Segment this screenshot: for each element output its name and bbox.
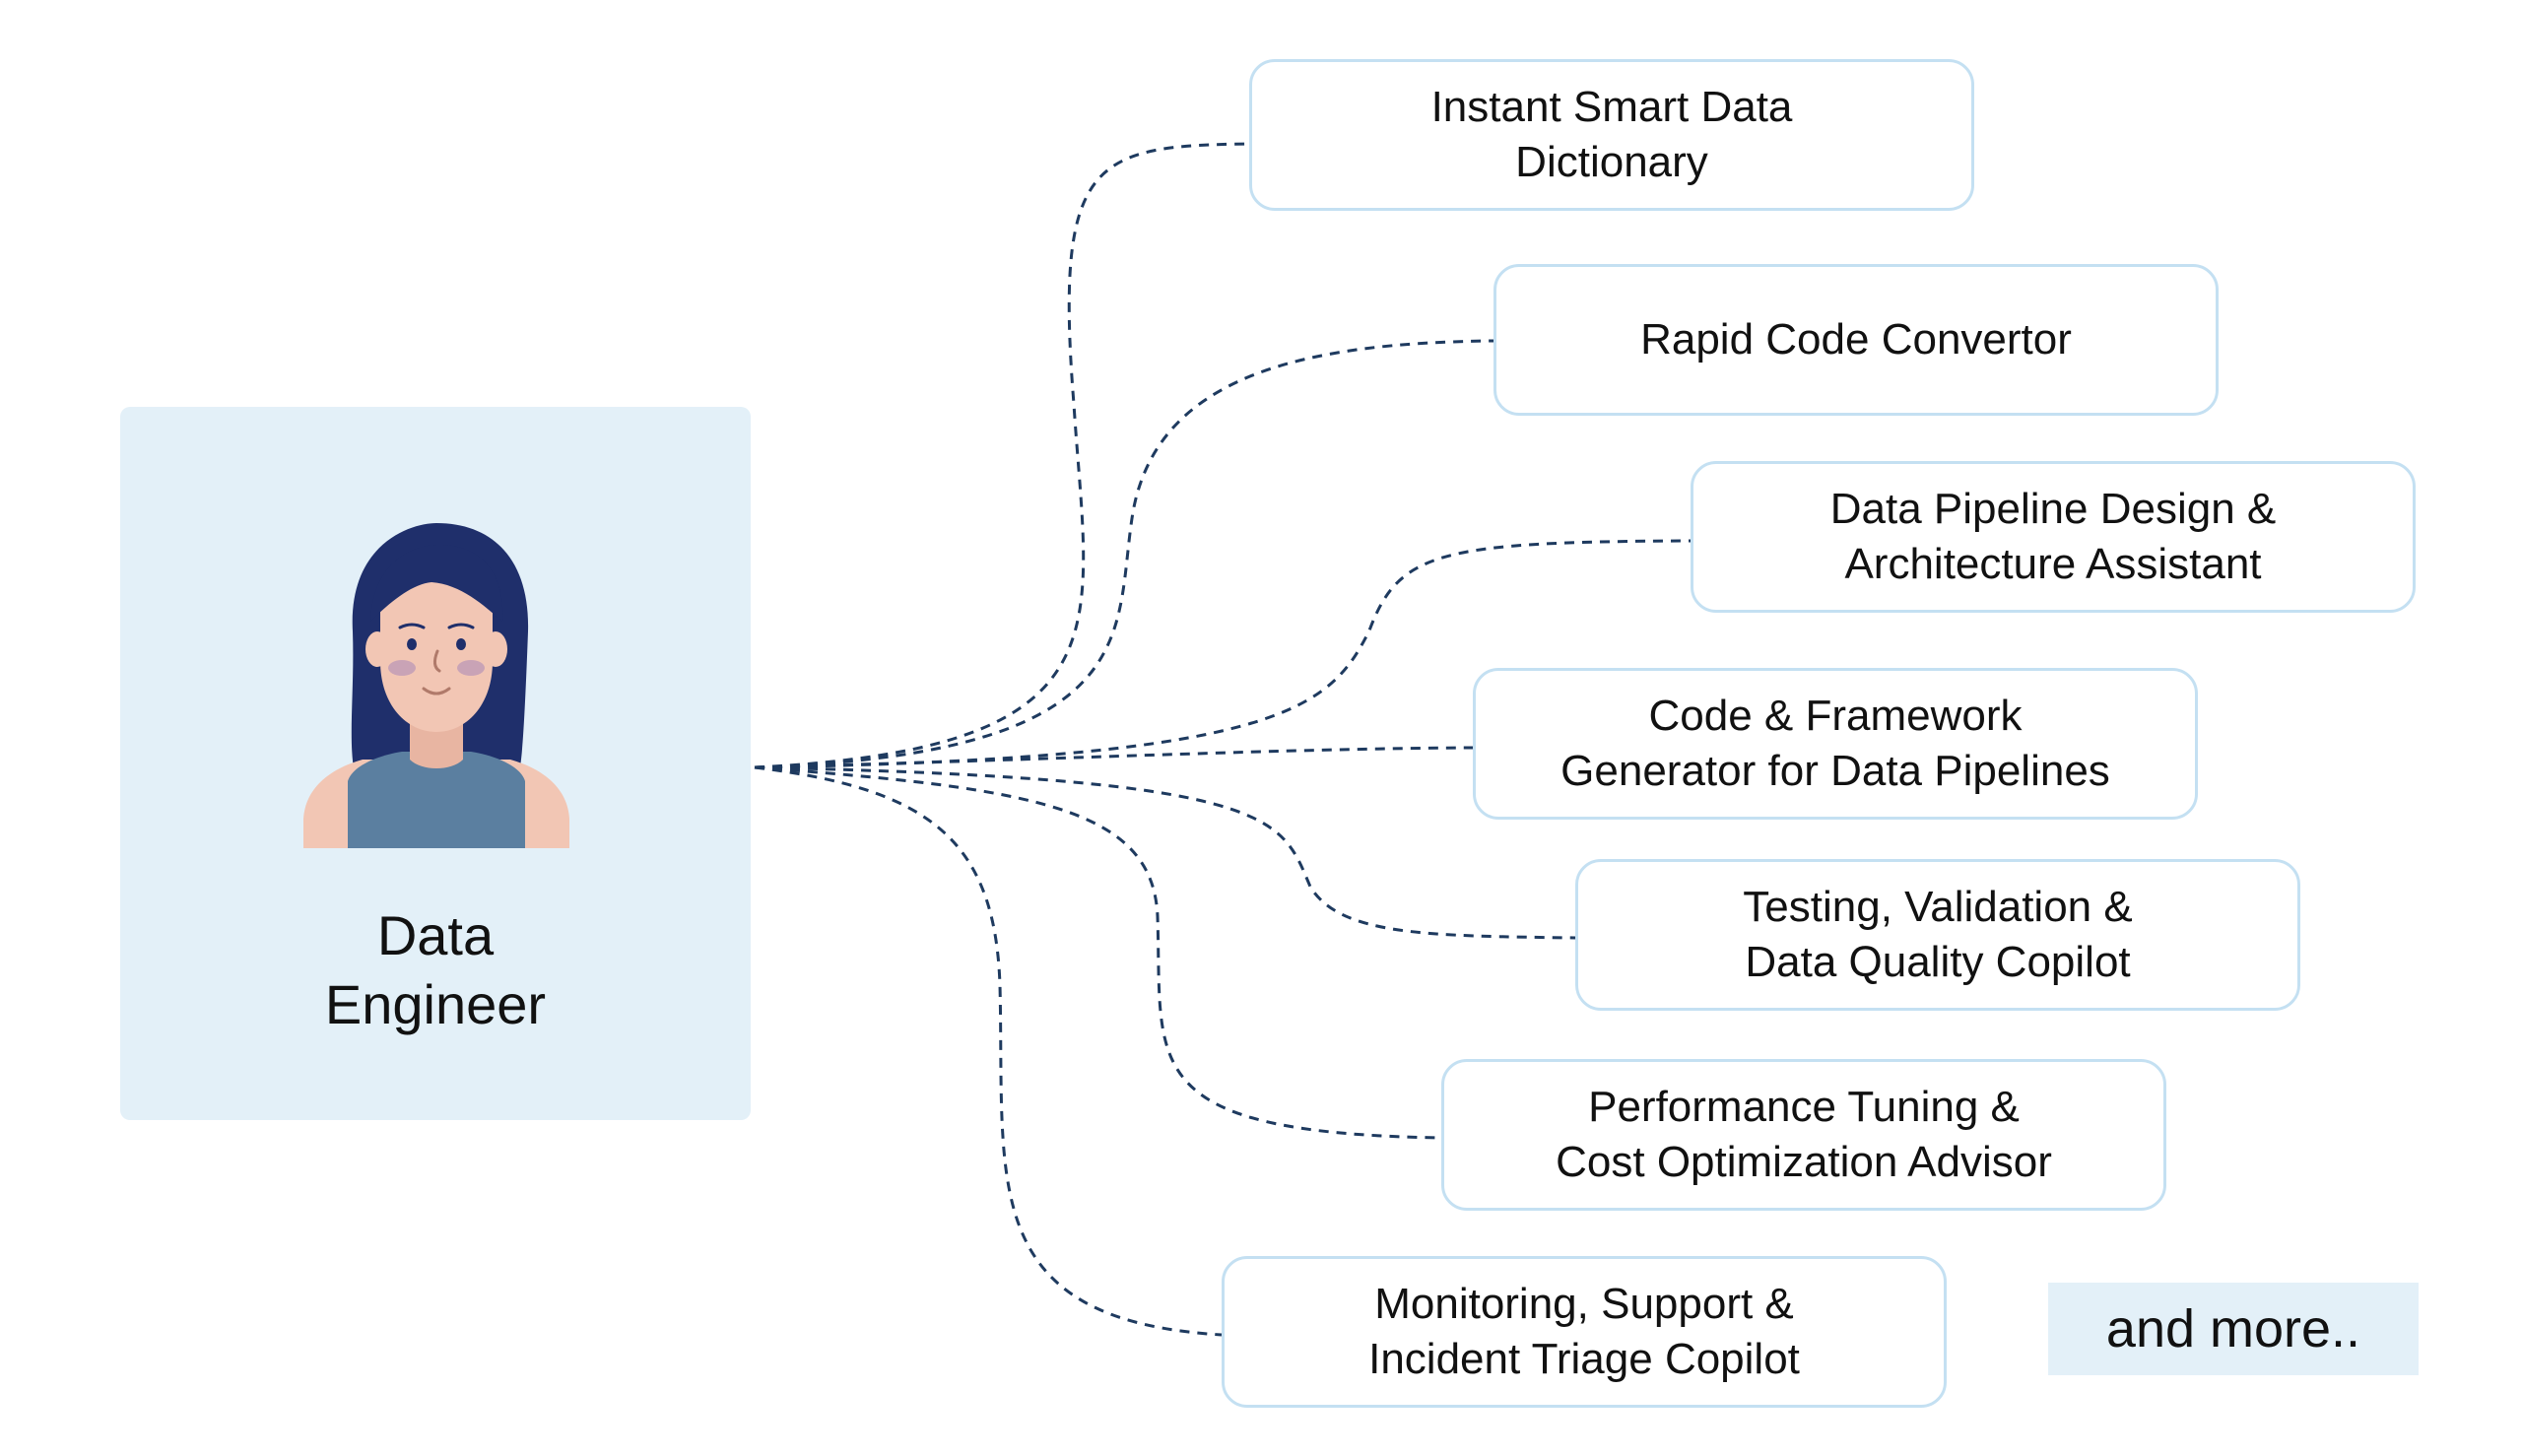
capability-label: Performance Tuning & Cost Optimization A… — [1556, 1083, 2052, 1186]
connector-line — [754, 765, 1576, 940]
connector-line — [754, 765, 1223, 1337]
capability-label: Instant Smart Data Dictionary — [1430, 83, 1793, 186]
capability-node: Monitoring, Support & Incident Triage Co… — [1222, 1256, 1947, 1408]
connector-line — [754, 539, 1692, 769]
and-more-tag: and more.. — [2048, 1283, 2419, 1375]
connector-line — [754, 746, 1474, 769]
capability-node: Data Pipeline Design & Architecture Assi… — [1691, 461, 2416, 613]
connector-line — [754, 339, 1494, 769]
capability-label: Data Pipeline Design & Architecture Assi… — [1829, 485, 2277, 588]
and-more-label: and more.. — [2105, 1299, 2361, 1358]
connector-line — [754, 765, 1442, 1140]
connector-line — [754, 142, 1250, 769]
persona-card: Data Engineer — [120, 407, 751, 1120]
capability-node: Instant Smart Data Dictionary — [1249, 59, 1974, 211]
capability-label: Code & Framework Generator for Data Pipe… — [1560, 692, 2110, 795]
capability-node: Rapid Code Convertor — [1493, 264, 2219, 416]
capability-label: Testing, Validation & Data Quality Copil… — [1743, 883, 2133, 986]
capability-label: Monitoring, Support & Incident Triage Co… — [1368, 1280, 1800, 1383]
capability-node: Testing, Validation & Data Quality Copil… — [1575, 859, 2300, 1011]
capability-node: Performance Tuning & Cost Optimization A… — [1441, 1059, 2166, 1211]
data-engineer-avatar-icon — [303, 523, 569, 848]
persona-title: Data Engineer — [324, 904, 547, 1035]
capability-node: Code & Framework Generator for Data Pipe… — [1473, 668, 2198, 820]
capability-label: Rapid Code Convertor — [1640, 315, 2072, 364]
